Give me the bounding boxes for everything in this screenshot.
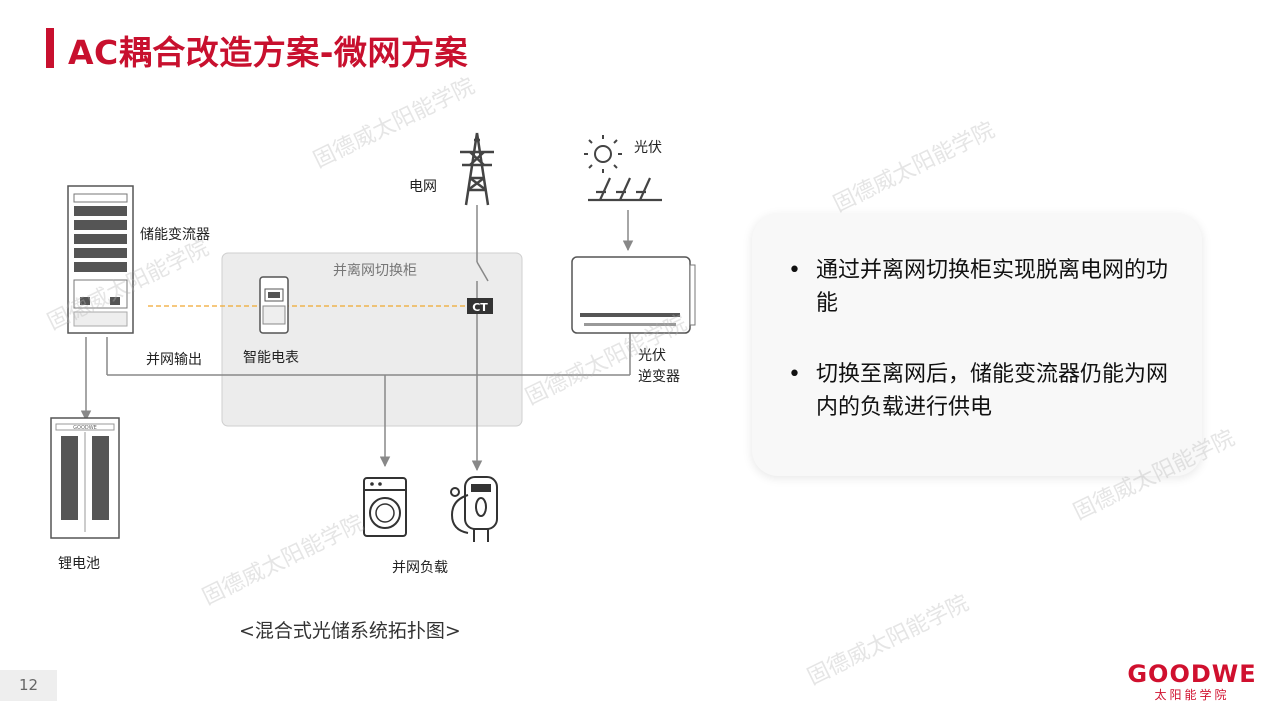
description-card: • 通过并离网切换柜实现脱离电网的功能 • 切换至离网后，储能变流器仍能为网内的… (752, 214, 1202, 476)
battery-label: 锂电池 (58, 556, 100, 572)
bullet-text-1: 通过并离网切换柜实现脱离电网的功能 (816, 258, 1169, 316)
diagram-caption: <混合式光储系统拓扑图> (239, 620, 461, 642)
lithium-battery-cabinet (50, 417, 120, 539)
page-title: AC耦合改造方案-微网方案 (68, 33, 468, 72)
pv-label: 光伏 (634, 140, 662, 156)
water-heater-icon (450, 476, 498, 542)
pcs-cabinet (67, 185, 134, 334)
grid-label: 电网 (409, 179, 437, 195)
grid-output-label: 并网输出 (146, 352, 202, 368)
meter-label: 智能电表 (243, 350, 299, 366)
bullet-marker-2: • (788, 362, 801, 387)
bullet-marker-1: • (788, 258, 801, 283)
page-number: 12 (0, 670, 57, 701)
ct-label: CT (472, 301, 488, 314)
sun-icon (584, 135, 622, 173)
bullet-point-2: • 切换至离网后，储能变流器仍能为网内的负载进行供电 (788, 358, 1178, 424)
bullet-text-2: 切换至离网后，储能变流器仍能为网内的负载进行供电 (816, 362, 1169, 420)
pv-panel-icon (588, 177, 662, 202)
pcs-label: 储能变流器 (140, 227, 210, 243)
goodwe-logo: GOODWE 太阳能学院 (1127, 660, 1257, 703)
switch-cabinet-box (221, 252, 523, 427)
ct-box (467, 298, 493, 314)
title-accent-bar (46, 28, 54, 68)
switch-cabinet-label: 并离网切换柜 (333, 262, 417, 279)
grid-switch (476, 261, 489, 282)
inverter-label-line2: 逆变器 (638, 369, 680, 385)
logo-subtext: 太阳能学院 (1154, 688, 1230, 702)
load-label: 并网负载 (392, 560, 448, 576)
pv-inverter (571, 256, 696, 334)
washing-machine-icon (363, 477, 407, 537)
logo-text: GOODWE (1127, 660, 1257, 688)
transmission-tower-icon (460, 132, 494, 206)
smart-meter (259, 276, 289, 334)
bullet-point-1: • 通过并离网切换柜实现脱离电网的功能 (788, 254, 1178, 320)
inverter-label-line1: 光伏 (638, 348, 666, 364)
battery-brand-label: GOODWE (73, 425, 97, 431)
